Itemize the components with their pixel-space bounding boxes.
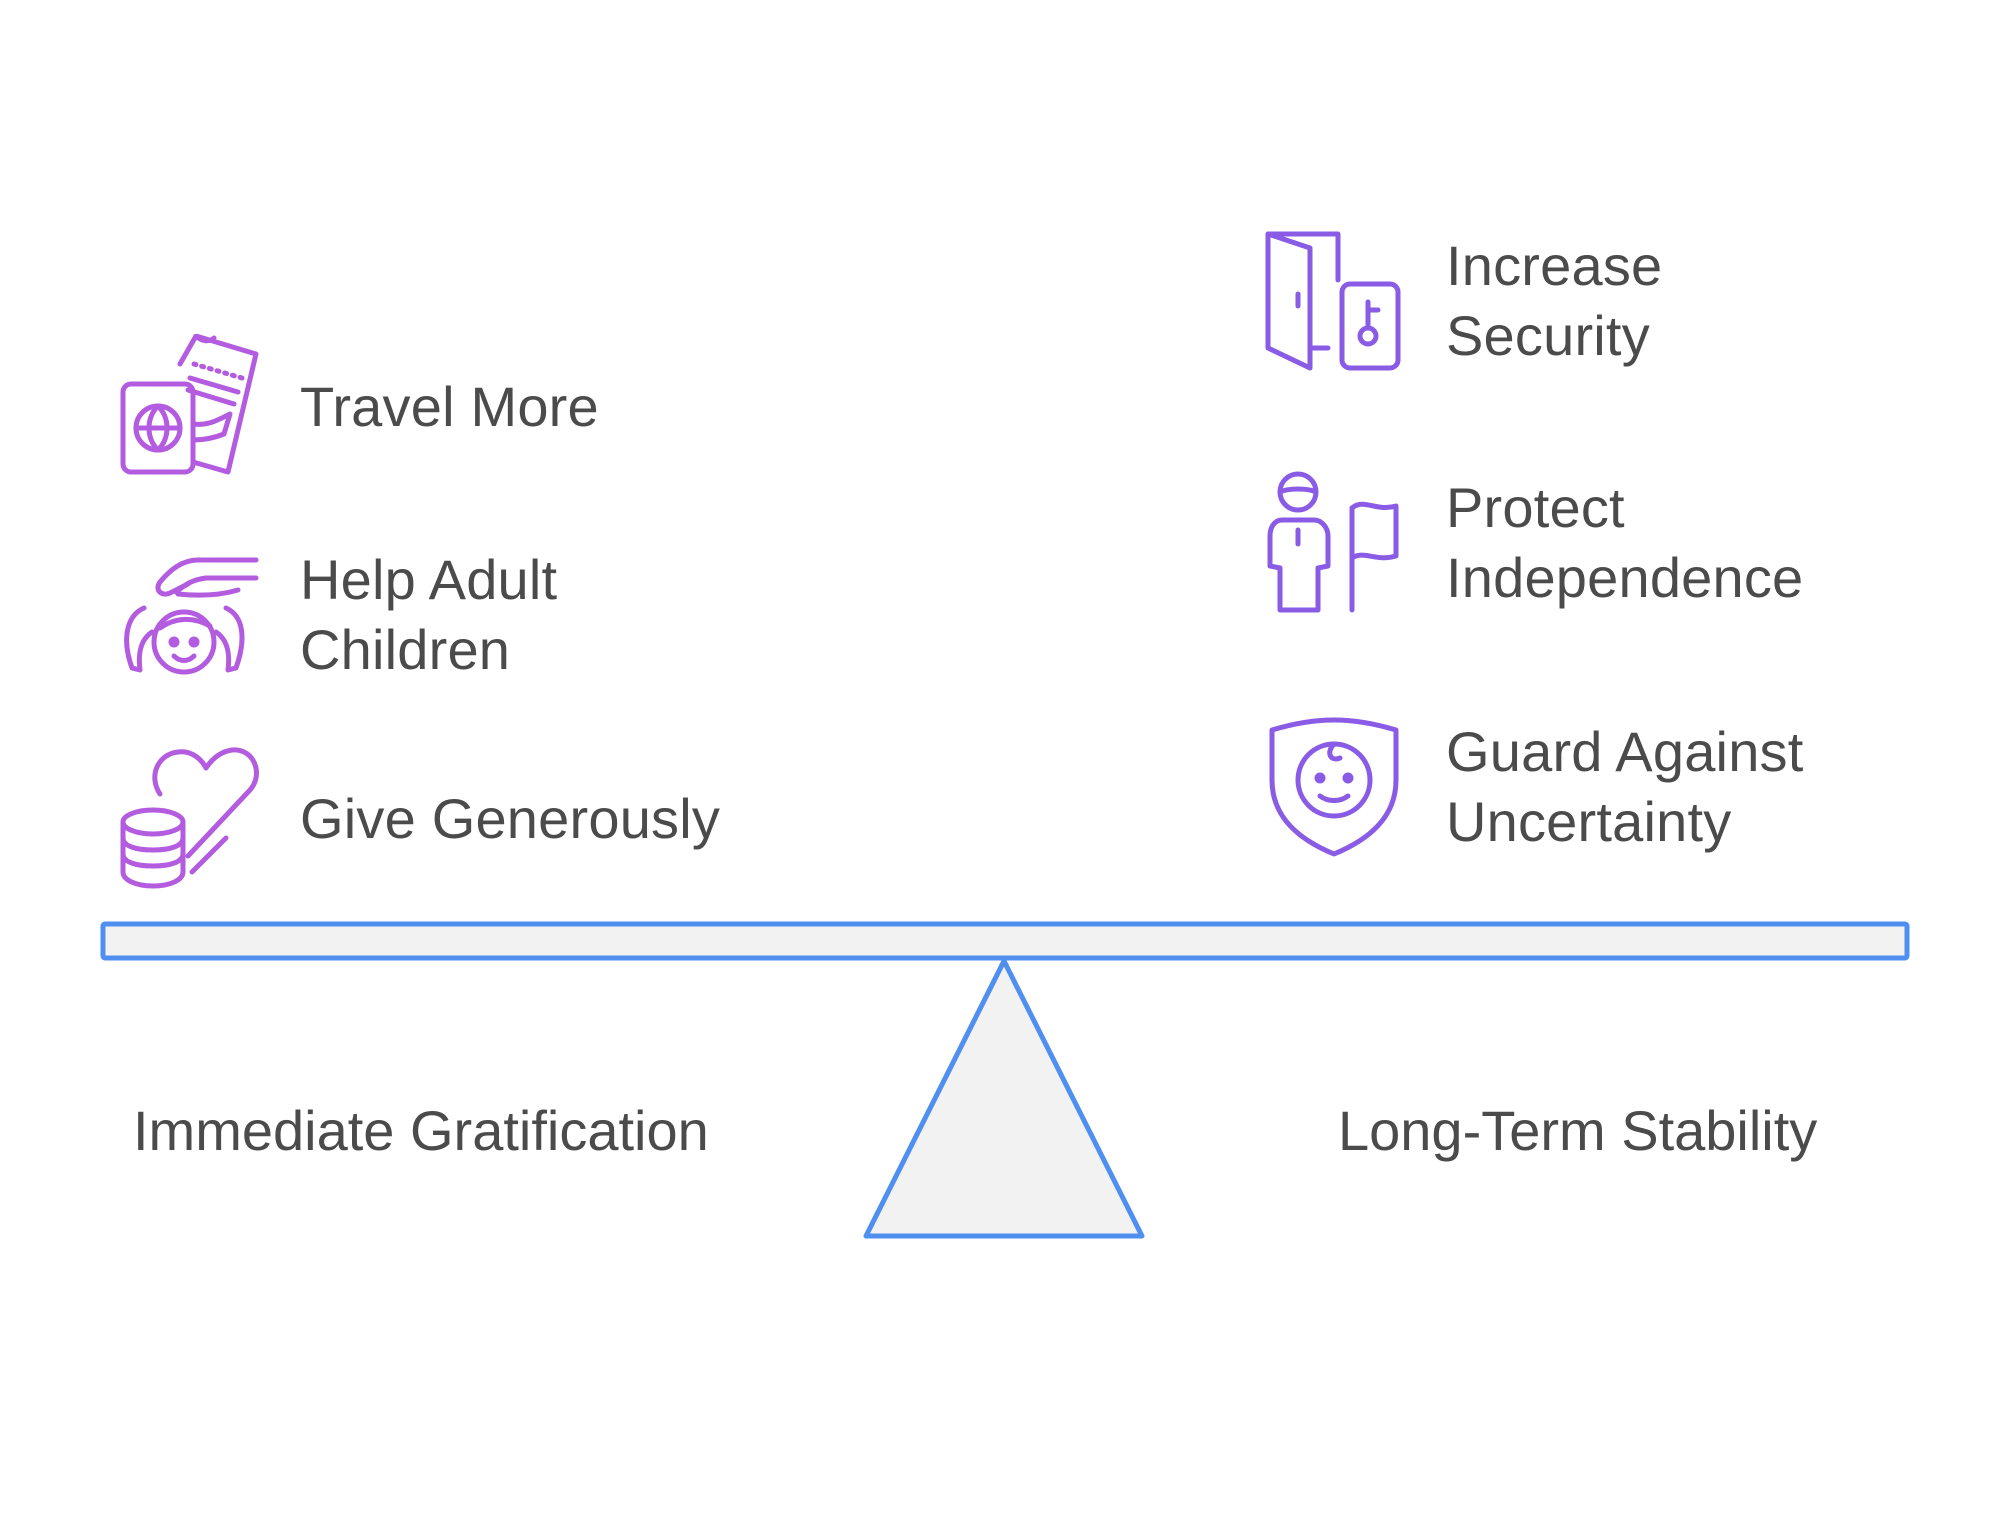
shield-face-icon: [1269, 717, 1399, 857]
person-flag-icon: [1267, 471, 1399, 613]
right-item-uncertainty: Guard Against Uncertainty: [1264, 714, 1804, 859]
item-label: Help Adult Children: [300, 548, 558, 681]
item-label: Give Generously: [300, 786, 721, 850]
passport-ticket-icon: [120, 334, 259, 475]
balance-beam: [100, 921, 1910, 961]
balance-fulcrum: [863, 958, 1145, 1239]
hand-over-child-icon: [124, 557, 259, 675]
left-side-label: Immediate Gratification: [133, 1099, 709, 1162]
left-item-help-children: Help Adult Children: [118, 545, 557, 685]
right-item-independence: Protect Independence: [1264, 470, 1803, 615]
left-item-travel: Travel More: [118, 334, 599, 479]
right-item-security: Increase Security: [1264, 228, 1662, 373]
item-label: Increase Security: [1446, 233, 1663, 367]
item-label: Travel More: [300, 374, 599, 438]
item-label: Guard Against Uncertainty: [1446, 719, 1804, 853]
left-item-give: Give Generously: [118, 746, 720, 891]
right-side-label: Long-Term Stability: [1338, 1099, 1818, 1162]
item-label: Protect Independence: [1446, 475, 1804, 609]
door-lock-icon: [1265, 231, 1401, 371]
coins-heart-icon: [120, 747, 259, 889]
